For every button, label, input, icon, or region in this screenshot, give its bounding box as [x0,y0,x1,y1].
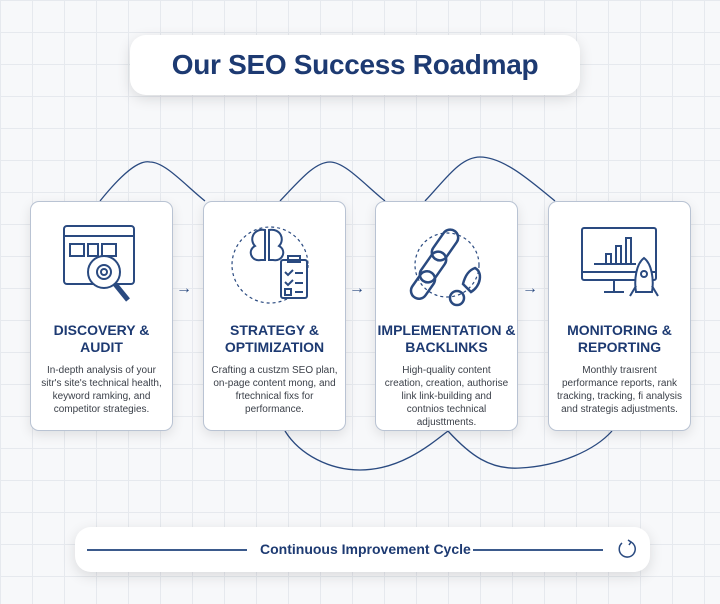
monitor-chart-rocket-icon [581,227,659,297]
step-description: Monthly traısrent performance reports, r… [556,365,683,415]
step-title: IMPLEMENTATION & BACKLINKS [377,322,516,355]
step-title: MONITORING & REPORTING [567,322,672,355]
step-title: DISCOVERY & AUDIT [53,322,150,355]
step-card-monitoring: MONITORING & REPORTING Monthly traısrent… [548,201,691,431]
chain-link-rocket-icon [409,228,482,307]
divider-line [473,549,603,551]
step-card-strategy: STRATEGY & OPTIMIZATION Crafting a custz… [203,201,346,431]
step-card-discovery: DISCOVERY & AUDIT In-depth analysis of y… [30,201,173,431]
arrow-right-icon: → [522,280,538,297]
step-title: STRATEGY & OPTIMIZATION [224,322,325,355]
arrow-right-icon: → [176,280,192,297]
step-description: Crafting a custzm SEO plan, on-page cont… [211,365,338,415]
refresh-cycle-icon [618,539,636,558]
divider-line [87,549,247,551]
step-card-implementation: IMPLEMENTATION & BACKLINKS High-quality … [375,201,518,431]
website-audit-magnifier-icon [63,225,135,302]
page-title: Our SEO Success Roadmap [171,49,539,80]
arrow-right-icon: → [349,280,365,297]
step-description: High-quality content creation, creation,… [384,365,509,428]
step-description: In-depth analysis of your sitr's site's … [41,365,162,415]
footer-label: Continuous Improvement Cycle [260,541,471,557]
title-banner: Our SEO Success Roadmap [130,35,580,95]
brain-checklist-icon [231,226,309,304]
continuous-improvement-banner: Continuous Improvement Cycle [75,527,650,572]
